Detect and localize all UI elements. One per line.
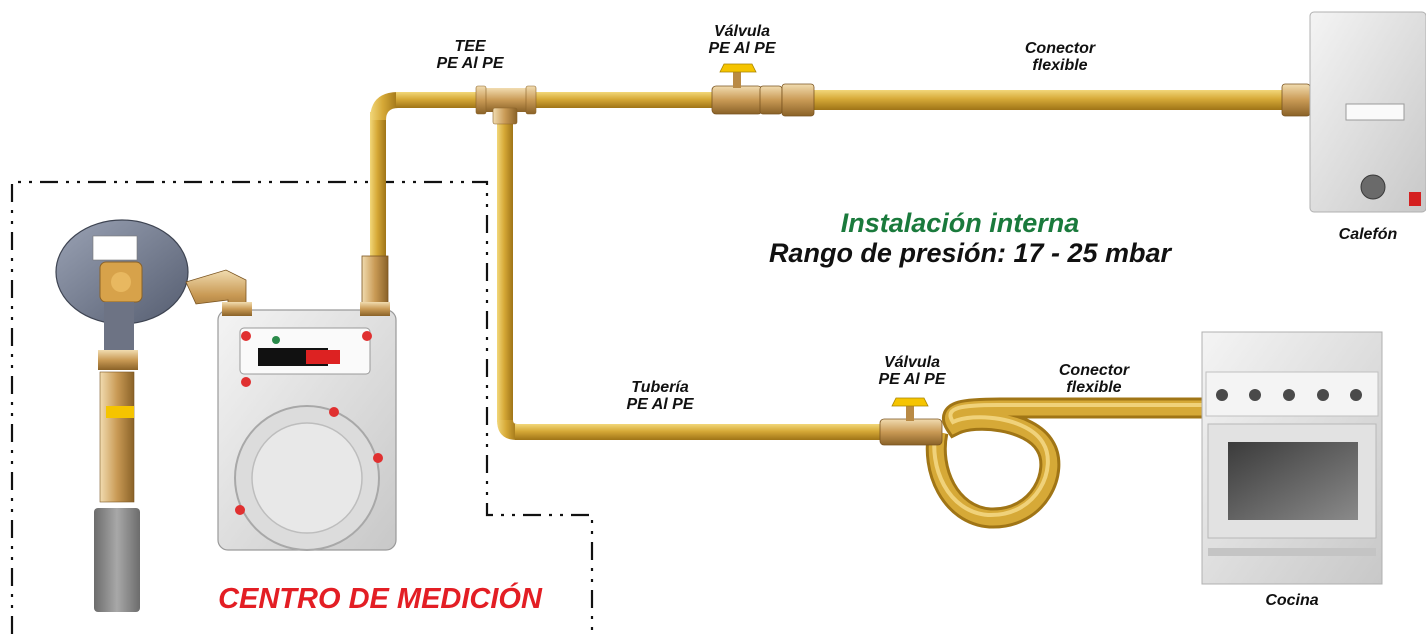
valve-bottom-label: Válvula PE Al PE: [842, 354, 982, 388]
stove: [1201, 331, 1383, 585]
tee-label-line1: TEE: [454, 38, 486, 55]
pipe-label: Tubería PE Al PE: [590, 379, 730, 413]
water-heater: [1309, 11, 1426, 213]
tee-label-line2: PE Al PE: [436, 55, 504, 72]
tee-label: TEE PE Al PE: [400, 38, 540, 72]
valve-top-label-line1: Válvula: [713, 23, 771, 40]
connector-top-label: Conector flexible: [990, 40, 1130, 74]
internal-installation-title: Instalación interna: [840, 208, 1080, 238]
heater-label: Calefón: [1310, 226, 1426, 243]
valve-top-label-line2: PE Al PE: [708, 40, 776, 57]
pressure-range-subtitle: Rango de presión: 17 - 25 mbar: [768, 238, 1172, 268]
valve-bottom-label-line1: Válvula: [883, 354, 941, 371]
pipe-network: [370, 90, 1286, 529]
top-valve: [711, 63, 815, 117]
gas-regulator-assembly: [55, 219, 247, 612]
metering-center-label: CENTRO DE MEDICIÓN: [218, 583, 542, 615]
connector-bottom-label-line1: Conector: [1058, 362, 1130, 379]
valve-top-label: Válvula PE Al PE: [672, 23, 812, 57]
heater-fitting: [1281, 83, 1311, 117]
gas-meter: [217, 255, 397, 551]
connector-bottom-label-line2: flexible: [1066, 379, 1122, 396]
stove-label: Cocina: [1232, 592, 1352, 609]
connector-top-label-line1: Conector: [1024, 40, 1096, 57]
valve-bottom-label-line2: PE Al PE: [878, 371, 946, 388]
pipe-label-line2: PE Al PE: [626, 396, 694, 413]
connector-bottom-label: Conector flexible: [1024, 362, 1164, 396]
connector-top-label-line2: flexible: [1032, 57, 1088, 74]
heater-label-text: Calefón: [1338, 226, 1398, 243]
metering-center-boundary: [10, 180, 594, 634]
tee-fitting: [475, 85, 537, 125]
stove-label-text: Cocina: [1265, 592, 1319, 609]
pipe-label-line1: Tubería: [631, 379, 689, 396]
bottom-valve: [879, 397, 943, 446]
